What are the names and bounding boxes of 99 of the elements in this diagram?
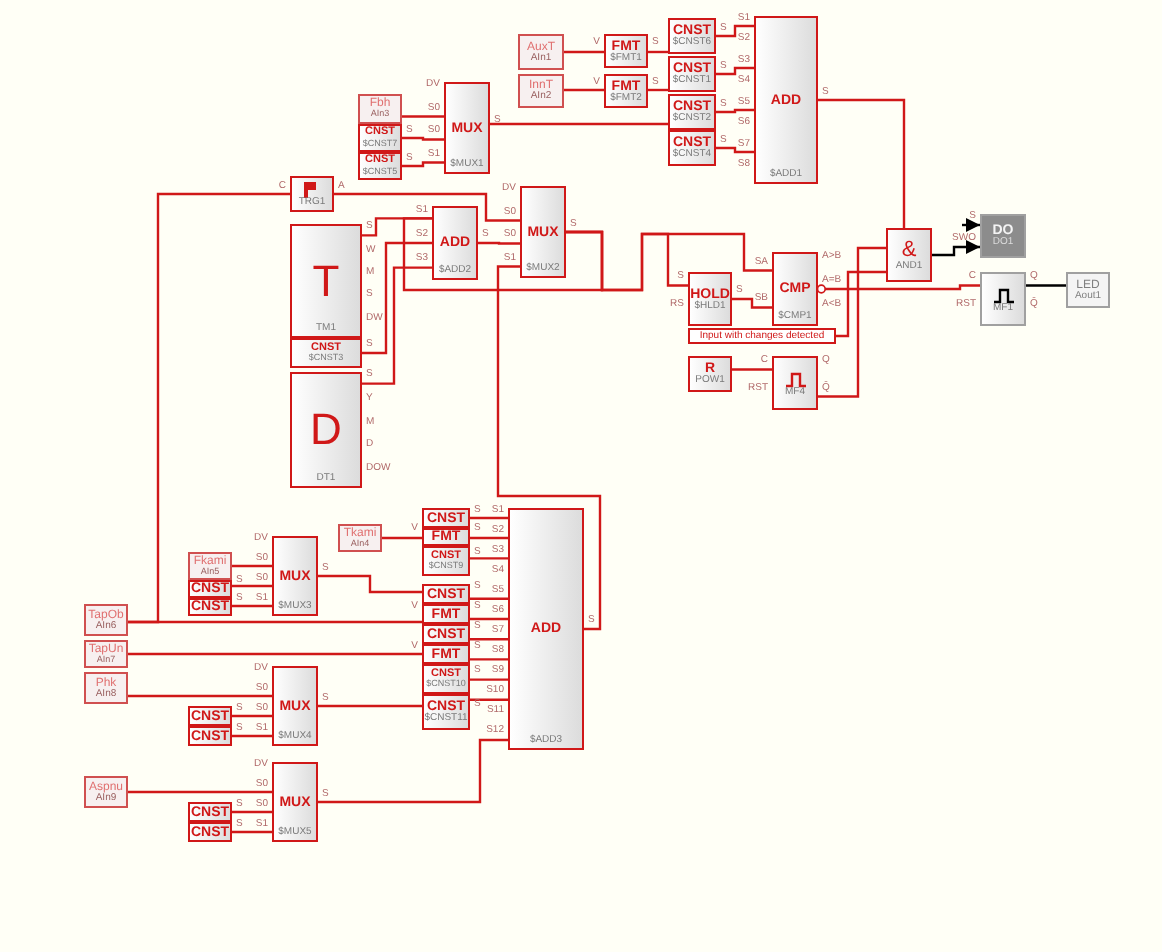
connector <box>648 88 668 92</box>
connector <box>232 714 272 718</box>
monoflop-block <box>980 272 1026 326</box>
connector <box>566 230 772 292</box>
function-block <box>290 372 362 488</box>
connector <box>816 284 980 294</box>
connector <box>732 368 772 371</box>
connector <box>470 698 508 701</box>
connector <box>470 536 508 540</box>
connector <box>334 192 520 222</box>
input-block <box>358 94 402 124</box>
connector <box>490 122 668 126</box>
connector <box>478 241 520 245</box>
function-block <box>520 186 566 278</box>
function-block <box>688 272 732 326</box>
function-block <box>422 664 470 694</box>
connector <box>232 830 272 834</box>
connector <box>932 240 980 257</box>
function-block <box>290 338 362 368</box>
block-title: T <box>312 259 340 303</box>
connector <box>470 597 508 600</box>
input-block <box>188 552 232 580</box>
connector <box>232 564 272 568</box>
connector <box>470 557 508 560</box>
connector <box>496 265 602 631</box>
connector <box>470 638 508 641</box>
function-block <box>772 252 818 326</box>
function-block <box>604 34 648 68</box>
function-block <box>688 356 732 392</box>
block-title: D <box>310 408 342 452</box>
connector <box>470 658 508 661</box>
function-block <box>422 546 470 576</box>
input-block <box>518 74 564 108</box>
function-block <box>358 124 402 152</box>
status-bar <box>688 328 836 344</box>
and-gate-block <box>886 228 932 282</box>
function-block <box>422 604 470 624</box>
connector <box>470 617 508 621</box>
connector <box>318 704 422 708</box>
connector <box>564 50 604 54</box>
connector <box>836 270 886 338</box>
function-block <box>754 16 818 184</box>
function-block <box>444 82 490 174</box>
connector <box>402 136 444 141</box>
connector <box>470 516 508 520</box>
connector <box>564 88 604 92</box>
function-block <box>668 130 716 166</box>
output-block <box>1066 272 1110 308</box>
function-block <box>668 18 716 54</box>
trigger-block <box>290 176 334 212</box>
function-block <box>422 694 470 730</box>
connector <box>716 66 754 76</box>
connector <box>232 584 272 588</box>
input-block <box>518 34 564 70</box>
function-block <box>668 56 716 92</box>
connector <box>716 24 754 38</box>
connector <box>232 734 272 738</box>
connector <box>818 246 886 398</box>
connector <box>732 297 772 309</box>
connector <box>716 108 754 114</box>
input-block <box>84 640 128 668</box>
connector <box>232 604 272 608</box>
connector <box>402 217 604 292</box>
function-block <box>272 536 318 616</box>
connector <box>362 241 432 355</box>
function-block <box>358 152 402 180</box>
function-block <box>290 224 362 338</box>
function-block <box>272 762 318 842</box>
function-block <box>508 508 584 750</box>
function-block <box>422 528 470 546</box>
function-block <box>432 206 478 280</box>
connector <box>232 810 272 814</box>
block-title: & <box>901 239 917 261</box>
function-block <box>604 74 648 108</box>
input-block <box>84 776 128 808</box>
connector <box>402 115 444 118</box>
connector <box>128 620 422 624</box>
function-block <box>668 94 716 130</box>
connector <box>128 652 422 656</box>
monoflop-block <box>772 356 818 410</box>
connector <box>648 50 668 54</box>
connector <box>128 790 272 794</box>
connector <box>382 536 422 540</box>
connector <box>818 98 906 228</box>
connector <box>362 266 432 385</box>
input-block <box>84 672 128 704</box>
output-block <box>980 214 1026 258</box>
input-block <box>84 604 128 636</box>
function-block <box>272 666 318 746</box>
connector <box>1026 284 1066 287</box>
connector <box>962 218 980 232</box>
connector <box>716 146 754 154</box>
connector <box>318 738 508 804</box>
connector <box>402 161 444 168</box>
connector <box>128 694 272 698</box>
connector <box>470 678 508 681</box>
input-block <box>338 524 382 552</box>
function-block <box>422 644 470 664</box>
connector <box>318 574 422 594</box>
